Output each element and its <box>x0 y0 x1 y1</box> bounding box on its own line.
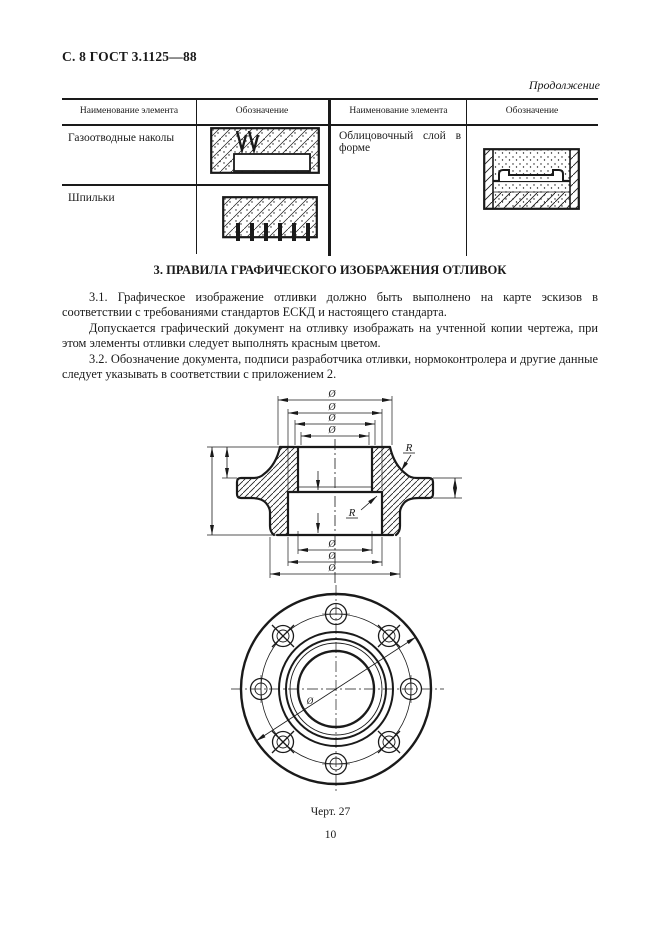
dia-label-bottom-3: Ø <box>327 563 336 574</box>
radius-label-outer: R <box>405 442 413 454</box>
flange-face-view-drawing: Ø <box>231 585 444 792</box>
row-name-studs: Шпильки <box>68 192 115 204</box>
row-name-gas-vents: Газоотводные наколы <box>68 132 175 144</box>
figure-caption: Черт. 27 <box>310 806 351 818</box>
paragraph-3-2: 3.2. Обозначение документа, подписи разр… <box>62 351 598 382</box>
col-header-designation-left: Обозначение <box>235 106 289 116</box>
section-paragraphs: 3.1. Графическое изображение отливки дол… <box>62 290 598 382</box>
section-hatch-left <box>237 447 298 535</box>
col-header-designation-right: Обозначение <box>505 106 559 116</box>
flange-cross-section-drawing: Ø Ø Ø Ø Ø Ø Ø R R <box>207 389 462 585</box>
col-header-name-left: Наименование элемента <box>79 106 179 116</box>
studs-symbol <box>222 196 318 241</box>
table-col-divider-left <box>196 98 197 254</box>
bolt-hole-ne <box>377 624 401 648</box>
dia-label-bottom-1: Ø <box>327 539 336 550</box>
bolt-hole-se <box>377 730 401 754</box>
vent-prick-2 <box>247 130 260 155</box>
dimension-lines <box>210 398 457 576</box>
diagonal-diameter-dimension <box>255 636 417 742</box>
section-hatch-right <box>372 447 433 535</box>
paragraph-3-1a: Допускается графический документ на отли… <box>62 320 598 351</box>
extension-lines <box>207 396 462 578</box>
page-header: С. 8 ГОСТ 3.1125—88 <box>62 49 197 64</box>
table-mid-divider <box>328 98 331 256</box>
bolt-hole-sw <box>271 730 295 754</box>
radius-label-inner: R <box>348 507 356 519</box>
dia-label-top-3: Ø <box>327 413 336 424</box>
row-name-facing-layer: Облицовочный слой в форме <box>339 130 461 154</box>
bolt-hole-nw <box>271 624 295 648</box>
col-header-name-right: Наименование элемента <box>349 106 448 116</box>
page-number: 10 <box>324 829 337 841</box>
dia-label-top-2: Ø <box>327 402 336 413</box>
section-heading: 3. ПРАВИЛА ГРАФИЧЕСКОГО ИЗОБРАЖЕНИЯ ОТЛИ… <box>153 263 507 277</box>
casting-elements-table: Наименование элемента Обозначение Наимен… <box>62 98 598 256</box>
radius-labels: R R <box>346 442 415 519</box>
continuation-label: Продолжение <box>528 78 600 92</box>
dia-label-face: Ø <box>306 696 314 706</box>
paragraph-3-1: 3.1. Графическое изображение отливки дол… <box>62 290 598 320</box>
gas-vent-pricks-symbol <box>210 127 320 174</box>
dia-label-top-4: Ø <box>327 425 336 436</box>
diameter-labels: Ø Ø Ø Ø Ø Ø Ø <box>327 389 336 574</box>
dia-label-bottom-2: Ø <box>327 551 336 562</box>
bolt-hole-top <box>322 602 350 626</box>
facing-layer-in-mold-symbol <box>483 148 580 210</box>
bolt-hole-bottom <box>322 752 350 776</box>
table-col-divider-right <box>466 98 467 256</box>
dia-label-top-1: Ø <box>327 389 336 400</box>
vent-prick-1 <box>235 130 248 155</box>
stud-pins <box>236 223 310 241</box>
